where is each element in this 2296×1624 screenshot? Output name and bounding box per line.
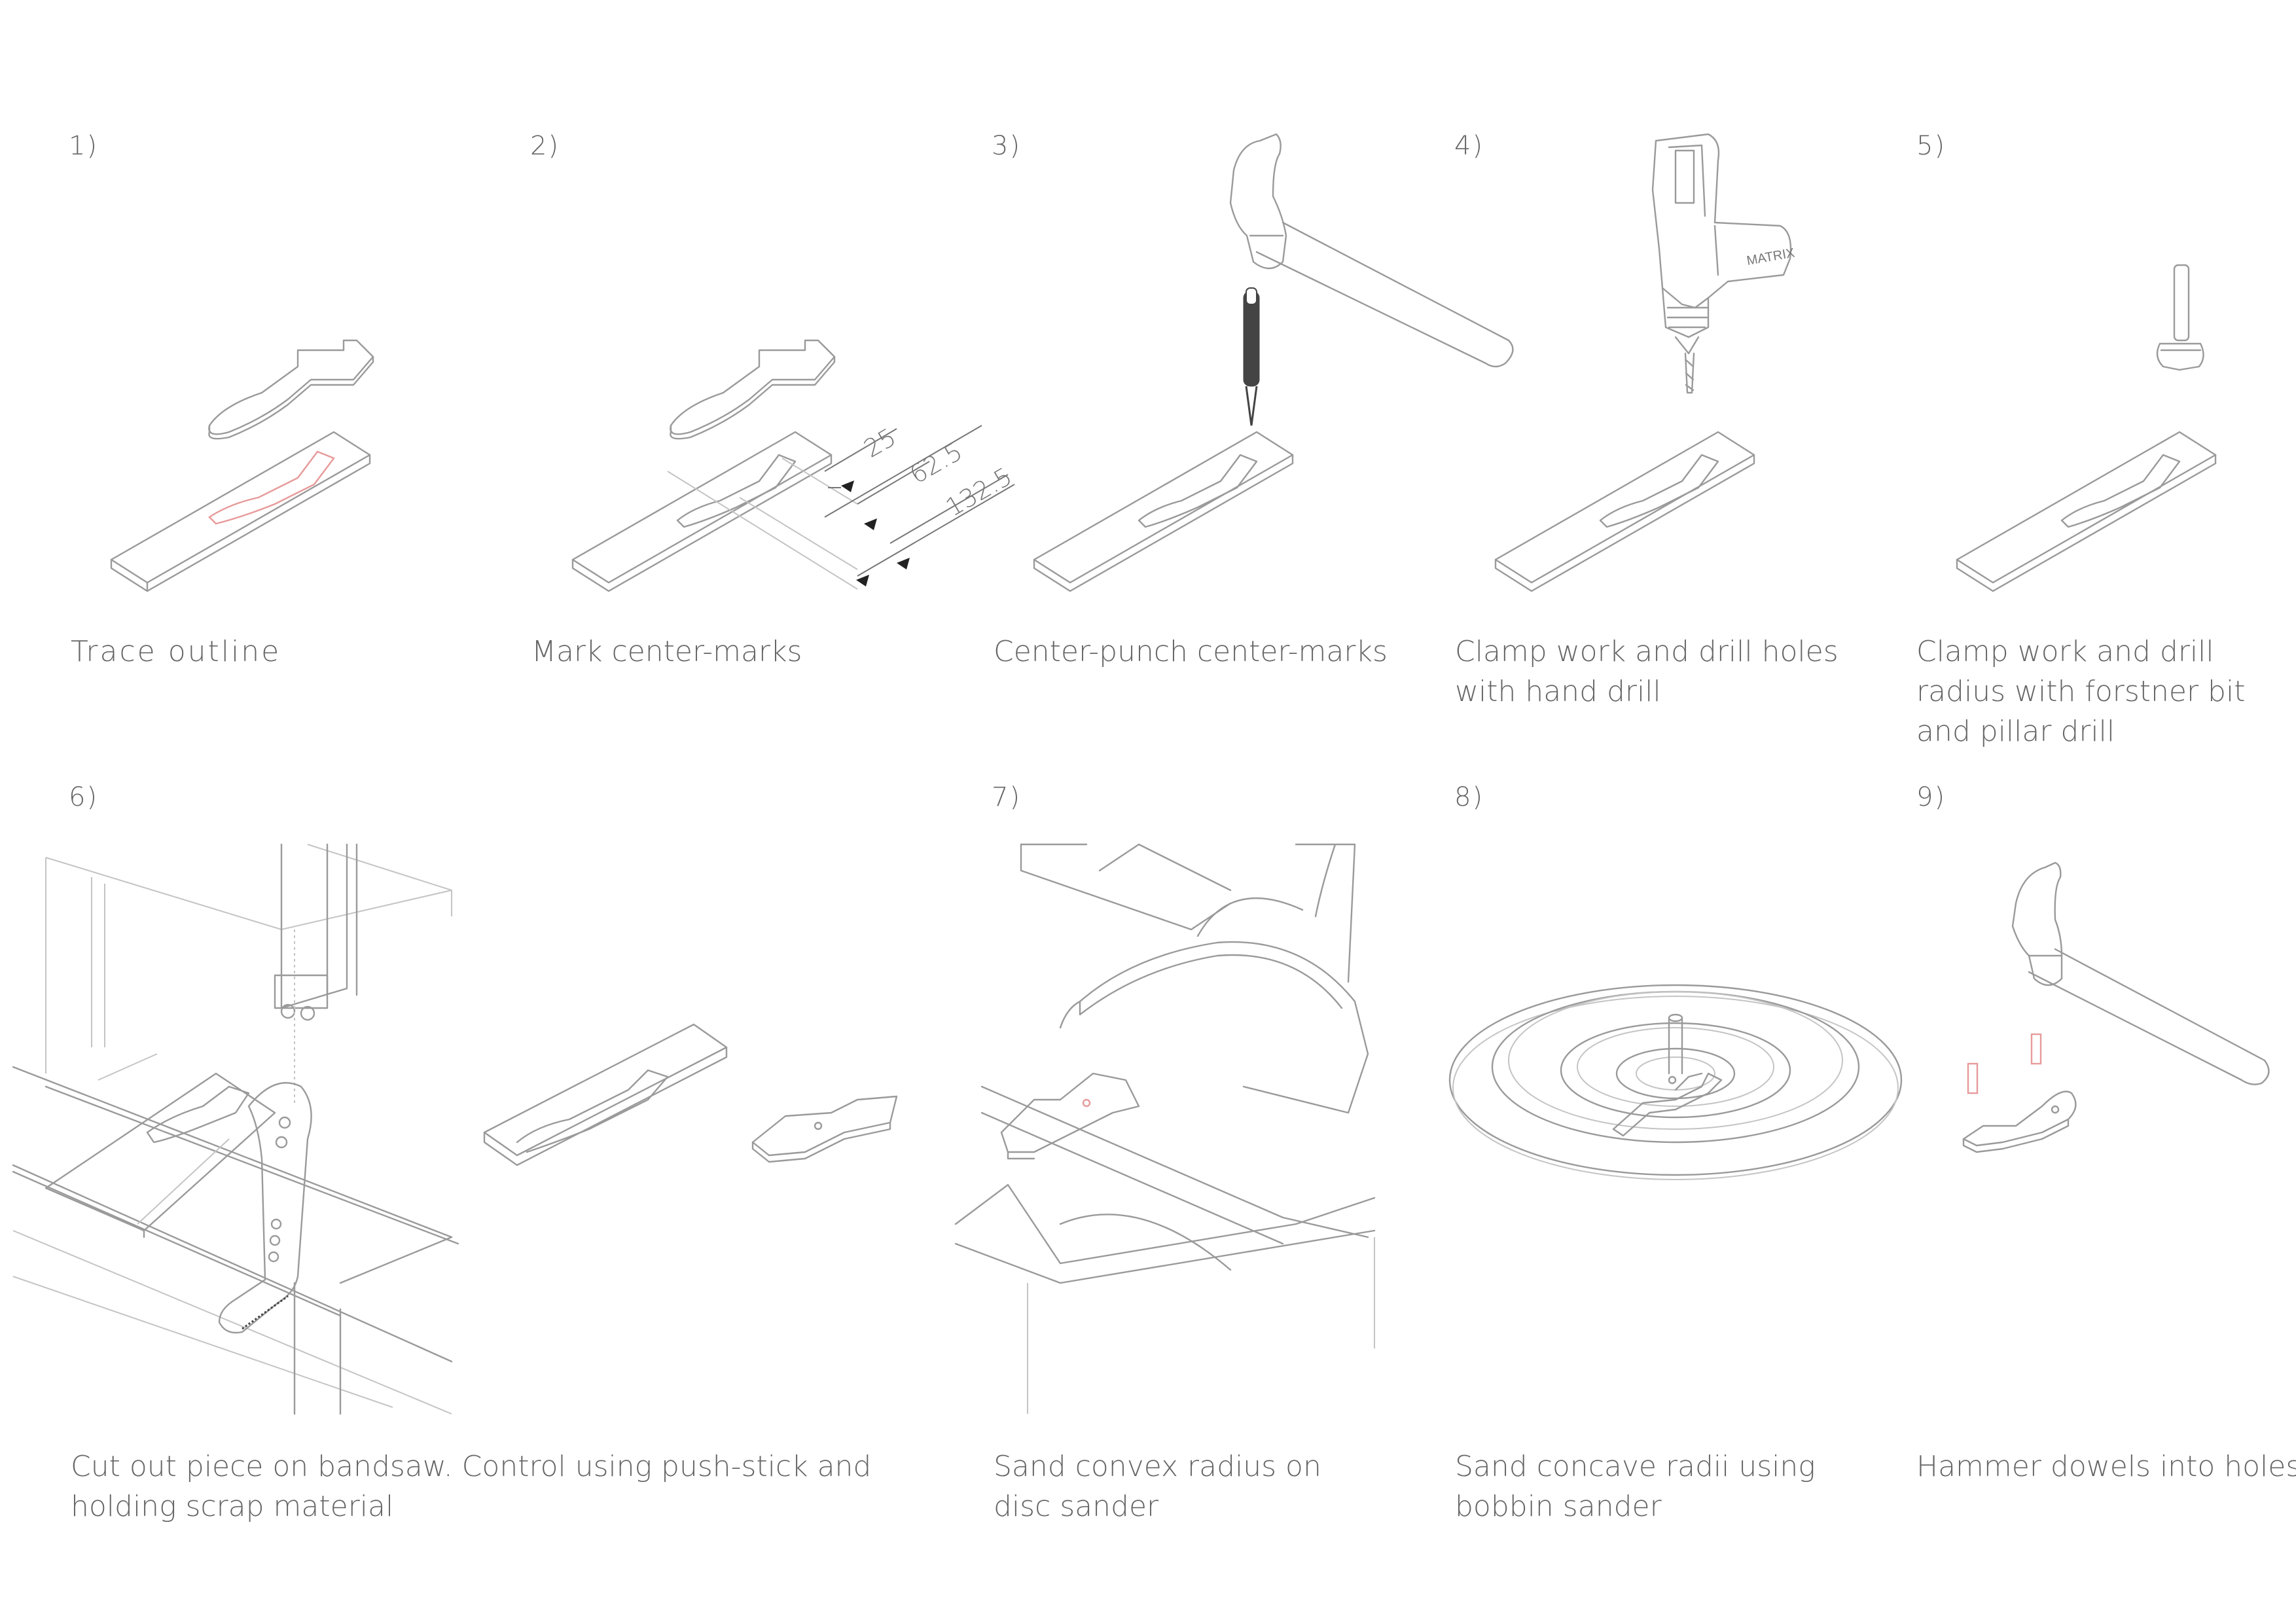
wood-blank xyxy=(573,432,831,591)
wood-blank xyxy=(111,432,370,591)
step-3-illustration xyxy=(1034,134,1513,591)
step-7-illustration xyxy=(956,844,1374,1414)
cut-blank xyxy=(484,1024,726,1165)
hammer-icon xyxy=(1230,134,1513,367)
step-2-illustration: 25 62.5 132.5 xyxy=(573,340,1017,591)
hammer-icon xyxy=(2013,863,2269,1085)
dowel-icon xyxy=(1968,1034,2041,1093)
cut-piece xyxy=(753,1096,897,1162)
step-8-illustration xyxy=(1450,985,1901,1180)
forstner-bit-icon xyxy=(2157,265,2204,370)
dimension-62-5: 62.5 xyxy=(905,437,967,489)
step-4-illustration: MATRIX xyxy=(1496,134,1796,591)
wood-blank xyxy=(1496,432,1754,591)
wood-blank xyxy=(1957,432,2215,591)
template-piece xyxy=(209,340,373,439)
dimension-132-5: 132.5 xyxy=(941,461,1017,522)
dimension-25: 25 xyxy=(859,423,901,463)
step-5-illustration xyxy=(1957,265,2215,591)
bandsaw-icon xyxy=(13,844,458,1414)
step-1-illustration xyxy=(111,340,373,591)
center-punch-icon xyxy=(1244,288,1259,425)
hand-drill-icon: MATRIX xyxy=(1653,134,1796,393)
push-stick xyxy=(219,1083,312,1333)
wood-blank xyxy=(1034,432,1293,591)
disc-sander-icon xyxy=(956,844,1374,1414)
finished-piece xyxy=(1964,1092,2075,1153)
step-9-illustration xyxy=(1964,863,2269,1152)
template-piece xyxy=(670,340,834,439)
step-6-illustration xyxy=(13,844,897,1414)
